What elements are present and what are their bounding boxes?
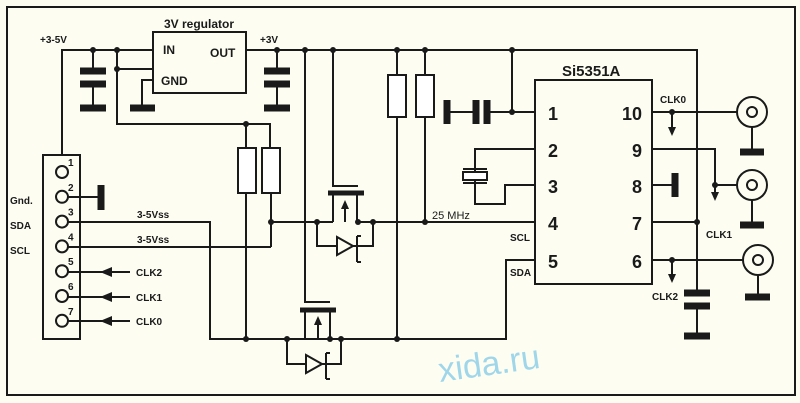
chip-scl-label: SCL — [510, 233, 530, 244]
crystal: 25 MHz — [432, 148, 535, 222]
chip-pin-left: 5 — [548, 252, 558, 272]
junction-dot — [330, 47, 336, 53]
clk0-label: CLK0 — [660, 95, 687, 106]
chip-pin-right: 9 — [632, 141, 642, 161]
chip-pin-right: 8 — [632, 177, 642, 197]
scl-label: SCL — [10, 246, 30, 257]
junction-dot — [114, 47, 120, 53]
scl-line-label: 3-5Vss — [137, 235, 170, 246]
junction-dot — [327, 336, 333, 342]
sda-line-label: 3-5Vss — [137, 210, 170, 221]
connector-pin-number: 2 — [68, 183, 74, 194]
junction-dot — [712, 182, 718, 188]
output-clk2: CLK2 — [652, 244, 774, 303]
clk2-label: CLK2 — [652, 292, 679, 303]
pin8-ground — [652, 173, 679, 197]
input-clk2-label: CLK2 — [136, 268, 163, 279]
chip-pin-left: 4 — [548, 214, 558, 234]
junction-dot — [284, 336, 290, 342]
connector-pin-number: 7 — [68, 307, 74, 318]
junction-dot — [394, 336, 400, 342]
chip-pin-left: 2 — [548, 141, 558, 161]
junction-dot — [509, 109, 515, 115]
sda-label: SDA — [10, 221, 31, 232]
chip-name: Si5351A — [562, 63, 621, 80]
chip-pin-right: 6 — [632, 252, 642, 272]
junction-dot — [268, 219, 274, 225]
connector-pin — [55, 313, 69, 328]
junctions — [90, 47, 718, 342]
decoupling-capacitor — [443, 50, 535, 124]
connector-pin-number: 4 — [68, 232, 74, 243]
input-clk0-label: CLK0 — [136, 317, 163, 328]
junction-dot — [314, 219, 320, 225]
output-clk1: CLK1 — [652, 148, 768, 241]
connector-pin — [55, 289, 69, 303]
connector-pin — [55, 165, 69, 179]
chip-pin-left: 1 — [548, 104, 558, 124]
chip-pin-right: 10 — [622, 104, 642, 124]
gnd-label: Gnd. — [10, 196, 33, 207]
wire — [396, 50, 426, 339]
junction-dot — [422, 47, 428, 53]
si5351a-chip: Si5351A 1 2 3 4 5 10 9 8 7 6 SCL SDA — [510, 63, 653, 285]
junction-dot — [243, 121, 249, 127]
regulator-gnd-label: GND — [161, 74, 188, 88]
regulator-in-label: IN — [163, 43, 175, 57]
connector-pin-number: 6 — [68, 282, 74, 293]
mosfet-sda — [286, 50, 535, 380]
bus-wire — [68, 221, 333, 340]
resistor — [415, 74, 435, 118]
junction-dot — [114, 66, 120, 72]
connector-pin-number: 5 — [68, 257, 74, 268]
chip-pin-left: 3 — [548, 177, 558, 197]
resistor — [237, 147, 257, 194]
junction-dot — [302, 47, 308, 53]
output-clk0: CLK0 — [652, 95, 768, 156]
junction-dot — [274, 47, 280, 53]
connector-pin — [55, 189, 69, 204]
output-rail-label: +3V — [260, 35, 278, 46]
connector-pin — [55, 214, 69, 229]
output-capacitor-clk — [684, 289, 710, 340]
junction-dot — [243, 336, 249, 342]
junction-dot — [669, 257, 675, 263]
junction-dot — [370, 219, 376, 225]
junction-dot — [338, 336, 344, 342]
connector-pin — [55, 239, 69, 254]
regulator: 3V regulator IN OUT GND — [130, 17, 247, 112]
junction-dot — [355, 219, 361, 225]
junction-dot — [394, 47, 400, 53]
connector-pin-number: 3 — [68, 208, 74, 219]
junction-dot — [509, 47, 515, 53]
output-capacitor — [264, 50, 290, 112]
clk1-label: CLK1 — [706, 230, 733, 241]
junction-dot — [669, 109, 675, 115]
junction-dot — [422, 219, 428, 225]
junction-dot — [90, 47, 96, 53]
regulator-title: 3V regulator — [164, 17, 234, 31]
connector-pin-number: 1 — [68, 158, 74, 169]
connector-pin — [55, 264, 69, 279]
input-rail-label: +3-5V — [40, 35, 67, 46]
mosfet-scl — [316, 50, 535, 263]
junction-dot — [694, 219, 700, 225]
chip-pin-right: 7 — [632, 214, 642, 234]
wire — [116, 50, 271, 148]
chip-sda-label: SDA — [510, 268, 531, 279]
crystal-label: 25 MHz — [432, 210, 470, 222]
resistor — [261, 147, 281, 194]
resistor — [387, 74, 407, 118]
input-capacitor — [80, 50, 106, 112]
input-clk1-label: CLK1 — [136, 293, 163, 304]
regulator-out-label: OUT — [210, 46, 236, 60]
frame — [6, 6, 796, 396]
